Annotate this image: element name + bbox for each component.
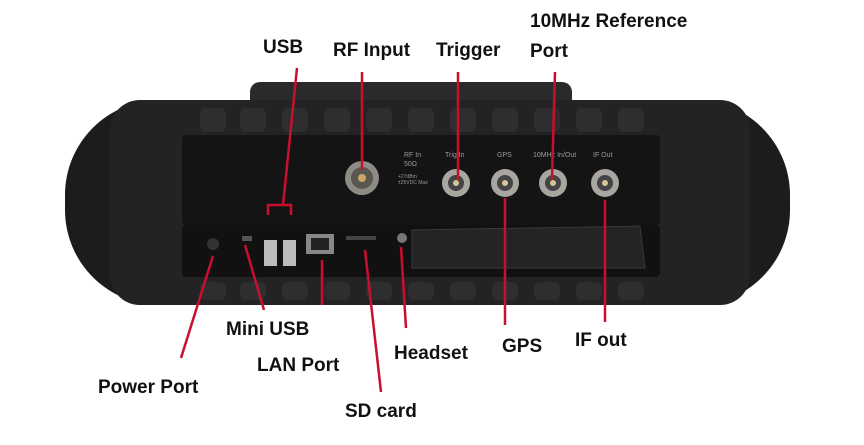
sd-card-slot xyxy=(346,236,376,240)
label-mini-usb: Mini USB xyxy=(226,319,310,340)
usb-port-1 xyxy=(264,240,277,266)
bnc-connectors xyxy=(442,169,619,197)
label-rf-input: RF Input xyxy=(333,40,411,61)
label-lan-port: LAN Port xyxy=(257,355,340,376)
mini-usb-port xyxy=(242,236,252,241)
warn-text-1: +27dBm xyxy=(398,174,417,180)
trig-in-text: Trig In xyxy=(445,152,465,159)
label-if-out: IF out xyxy=(575,330,627,351)
rf-ohm-text: 50Ω xyxy=(404,161,417,168)
usb-port-2 xyxy=(283,240,296,266)
leader-lines xyxy=(179,67,607,393)
label-10mhz-reference: 10MHz Reference xyxy=(530,11,688,32)
rf-in-text: RF In xyxy=(404,152,421,159)
gps-text: GPS xyxy=(497,152,512,159)
label-gps: GPS xyxy=(502,336,543,357)
if-out-text: IF Out xyxy=(593,152,613,159)
label-10mhz-port: Port xyxy=(530,41,568,62)
power-port xyxy=(207,238,219,250)
label-headset: Headset xyxy=(394,343,468,364)
warn-text-2: ±25VDC Max xyxy=(398,180,428,186)
headset-jack xyxy=(397,233,407,243)
upper-panel xyxy=(182,135,660,225)
battery-cover xyxy=(411,225,646,269)
label-usb: USB xyxy=(263,37,304,58)
label-sd-card: SD card xyxy=(345,401,417,422)
ref-text: 10MHz In/Out xyxy=(533,152,576,159)
label-trigger: Trigger xyxy=(436,40,501,61)
label-power-port: Power Port xyxy=(98,377,199,398)
